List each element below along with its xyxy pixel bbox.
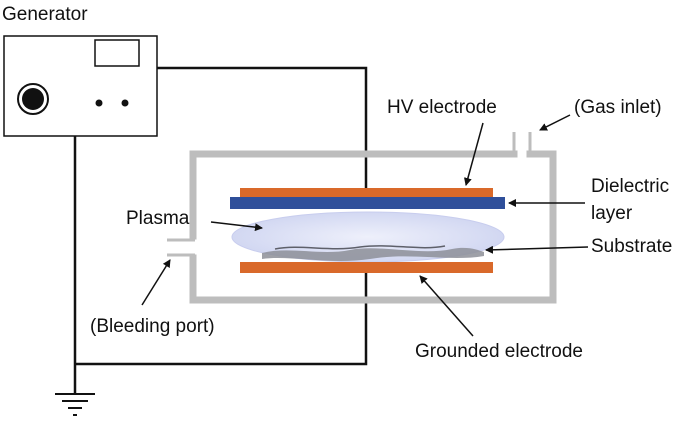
grounded-electrode <box>240 262 493 273</box>
gas-inlet-arrow <box>539 114 571 131</box>
hv-electrode <box>240 188 493 197</box>
substrate <box>262 245 484 261</box>
dielectric-label-line1: Dielectric <box>591 176 670 197</box>
dielectric-layer <box>230 197 505 209</box>
reactor-chamber <box>189 150 557 304</box>
hv-electrode-label: HV electrode <box>387 97 497 118</box>
gas-inlet-label: (Gas inlet) <box>574 97 662 118</box>
substrate-arrow <box>485 245 589 254</box>
plasma-label: Plasma <box>126 208 190 229</box>
gas-inlet-tube <box>512 132 532 154</box>
generator-terminal-left <box>95 99 103 107</box>
grounded-electrode-label: Grounded electrode <box>415 341 583 362</box>
substrate-label: Substrate <box>591 236 673 257</box>
bleeding-port-tube <box>167 238 195 257</box>
bleeding-port-arrow <box>141 259 171 306</box>
grounded-electrode-arrow <box>419 275 474 337</box>
generator-display <box>94 39 140 67</box>
hv-wire <box>157 66 368 196</box>
generator-label: Generator <box>2 4 88 25</box>
hv-electrode-arrow <box>463 122 484 186</box>
generator-terminal-right <box>121 99 129 107</box>
bleeding-port-label: (Bleeding port) <box>90 316 215 337</box>
ground-symbol <box>55 393 95 416</box>
generator-box <box>3 35 158 137</box>
label-arrows <box>141 114 589 337</box>
dielectric-label-line2: layer <box>591 203 633 224</box>
plasma-arrow <box>210 221 263 232</box>
generator-knob <box>22 88 44 110</box>
